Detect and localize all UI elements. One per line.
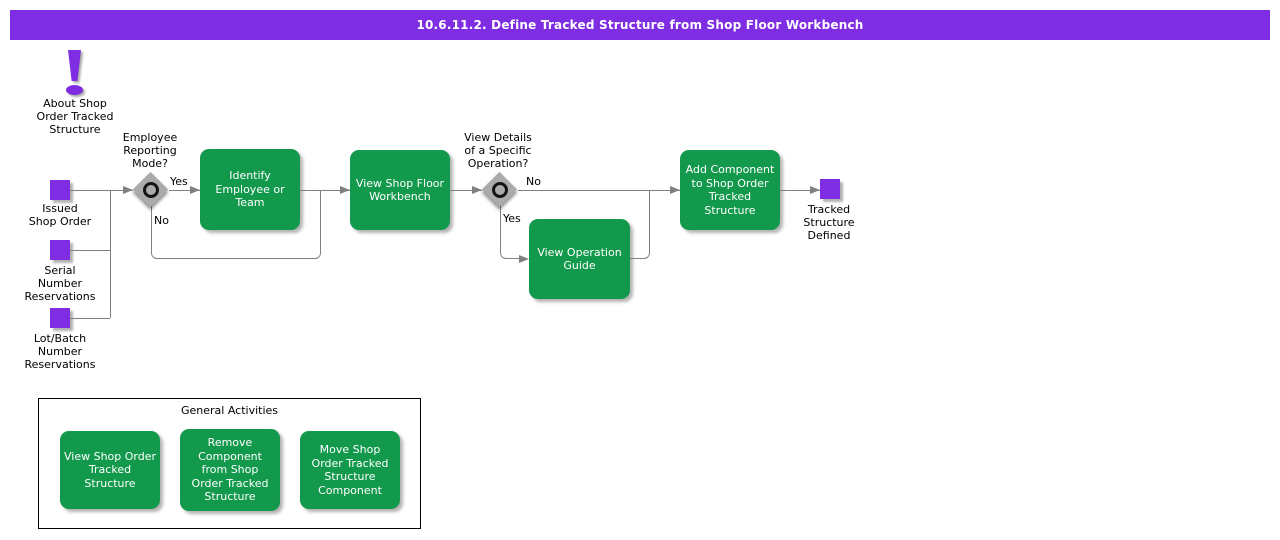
connector-workbench-to-decision2 — [450, 190, 482, 191]
decision-label: Employee Reporting Mode? — [122, 131, 178, 170]
start-event-serial-number-reservations — [50, 240, 70, 260]
arrowhead-icon — [123, 186, 133, 194]
arrowhead-icon — [472, 186, 482, 194]
connector-guide-out-elbow — [630, 190, 650, 259]
arrowhead-icon — [670, 186, 680, 194]
activity-identify-employee-or-team[interactable]: Identify Employee or Team — [200, 149, 300, 230]
general-activities-title: General Activities — [180, 404, 279, 417]
connector-identify-to-workbench — [300, 190, 350, 191]
start-event-lot-batch-number-reservations — [50, 308, 70, 328]
arrowhead-icon — [340, 186, 350, 194]
activity-add-component-to-shop-order-tracked-structure[interactable]: Add Component to Shop Order Tracked Stru… — [680, 150, 780, 230]
connector-no1-bypass — [151, 190, 321, 259]
activity-view-shop-order-tracked-structure[interactable]: View Shop Order Tracked Structure — [60, 431, 160, 509]
gateway-circle-icon — [143, 182, 159, 198]
decision-view-details-of-operation — [481, 171, 518, 208]
start-event-issued-shop-order — [50, 180, 70, 200]
decision-employee-reporting-mode — [132, 171, 169, 208]
activity-move-shop-order-tracked-structure-component[interactable]: Move Shop Order Tracked Structure Compon… — [300, 431, 400, 509]
start-event-label: Serial Number Reservations — [24, 264, 96, 303]
gateway-circle-icon — [492, 182, 508, 198]
connector-serial-out — [70, 250, 110, 251]
connector-no2 — [518, 190, 680, 191]
arrowhead-icon — [519, 255, 529, 263]
activity-view-shop-floor-workbench[interactable]: View Shop Floor Workbench — [350, 150, 450, 230]
arrowhead-icon — [190, 186, 200, 194]
edge-label-no: No — [526, 175, 541, 188]
diagram-title-bar: 10.6.11.2. Define Tracked Structure from… — [10, 10, 1270, 40]
connector-lot-out — [70, 318, 110, 319]
activity-view-operation-guide[interactable]: View Operation Guide — [529, 219, 630, 299]
edge-label-no: No — [154, 214, 169, 227]
general-activities-frame — [38, 398, 421, 529]
arrowhead-icon — [810, 186, 820, 194]
connector-starts-to-decision1 — [70, 190, 133, 191]
end-event-tracked-structure-defined — [820, 179, 840, 199]
page-title: 10.6.11.2. Define Tracked Structure from… — [416, 18, 864, 32]
connector-addcomp-to-end — [780, 190, 820, 191]
activity-remove-component-from-shop-order-tracked-structure[interactable]: Remove Component from Shop Order Tracked… — [180, 429, 280, 511]
connector-yes1 — [169, 190, 200, 191]
edge-label-yes: Yes — [503, 212, 521, 225]
start-event-label: Lot/Batch Number Reservations — [24, 332, 96, 371]
about-label: About Shop Order Tracked Structure — [36, 97, 114, 136]
decision-label: View Details of a Specific Operation? — [464, 131, 532, 170]
connector-starts-merge — [110, 190, 111, 318]
about-info-icon[interactable] — [60, 50, 90, 96]
edge-label-yes: Yes — [170, 175, 188, 188]
exclamation-dot-icon — [66, 85, 83, 95]
connector-yes2-elbow — [500, 203, 521, 259]
start-event-label: Issued Shop Order — [28, 202, 92, 228]
exclamation-bar-icon — [68, 50, 81, 81]
end-event-label: Tracked Structure Defined — [803, 203, 855, 242]
